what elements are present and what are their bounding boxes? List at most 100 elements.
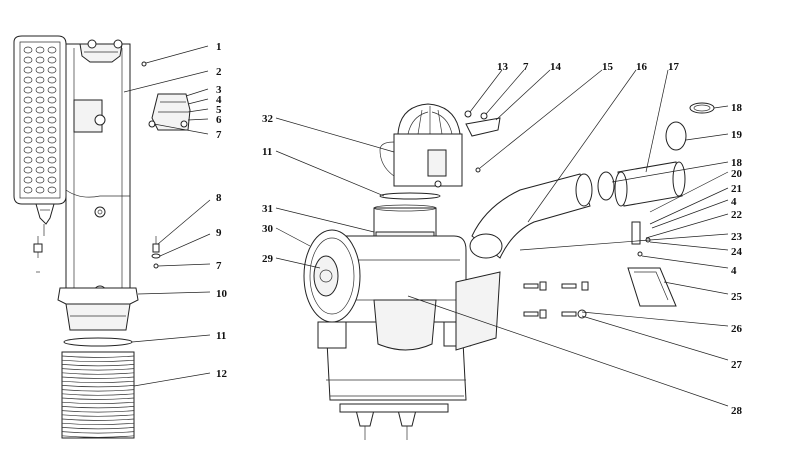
perforation [35, 126, 45, 134]
perforation [47, 186, 57, 194]
callout-number: 12 [216, 368, 228, 380]
perforation [35, 76, 45, 84]
leader-line [713, 105, 729, 109]
callout-number: 22 [731, 209, 743, 221]
leader-line [649, 171, 729, 213]
bellows-rib [61, 401, 135, 405]
perforation [23, 126, 33, 134]
callout-31: 31 [262, 203, 375, 233]
callout-number: 23 [731, 231, 743, 243]
callout-number: 27 [731, 359, 743, 371]
callout-29: 29 [262, 253, 321, 269]
leader-line [649, 187, 729, 225]
perforation [47, 166, 57, 174]
perforation [35, 136, 45, 144]
leader-line [663, 281, 729, 295]
callout-number: 25 [731, 291, 743, 303]
callout-7a: 7 [153, 123, 222, 141]
perforation [35, 66, 45, 74]
perforation [23, 46, 33, 54]
bellows-rib [61, 435, 135, 438]
leader-line [651, 199, 729, 229]
callout-10: 10 [137, 288, 228, 300]
left-assembly [13, 35, 191, 439]
hose-clamps [597, 102, 715, 201]
leader-line [641, 255, 729, 269]
perforation [35, 176, 45, 184]
perforation [47, 96, 57, 104]
callout-21: 21 [649, 183, 742, 225]
main-filter-canister [325, 235, 467, 401]
callout-number: 4 [216, 94, 222, 106]
support-bracket [627, 267, 677, 307]
perforation [47, 66, 57, 74]
callout-5: 5 [187, 104, 222, 116]
callout-number: 26 [731, 323, 743, 335]
perforation [47, 56, 57, 64]
leader-line [123, 70, 209, 93]
bellows-rib [61, 414, 135, 417]
callout-number: 29 [262, 253, 274, 265]
perforation [23, 156, 33, 164]
precleaner-housing [379, 133, 463, 188]
outlet-flange [57, 287, 139, 331]
callout-18a: 18 [713, 102, 743, 114]
callout-9: 9 [159, 227, 222, 257]
perforation [47, 126, 57, 134]
leader-line [649, 241, 729, 251]
perforation [23, 66, 33, 74]
bellows-rib [61, 372, 135, 375]
bellows-hose [61, 351, 135, 439]
callout-number: 13 [497, 61, 509, 73]
leader-line [133, 372, 211, 387]
callout-number: 1 [216, 41, 222, 53]
callout-number: 4 [731, 265, 737, 277]
callout-number: 14 [550, 61, 562, 73]
small-parts-cluster [141, 61, 191, 269]
perforation [23, 96, 33, 104]
bellows-rib [61, 368, 135, 371]
leader-line [145, 45, 209, 64]
callout-4a: 4 [187, 94, 222, 106]
callout-number: 19 [731, 129, 743, 141]
leader-line [157, 263, 211, 267]
perforation [23, 136, 33, 144]
callout-number: 9 [216, 227, 222, 239]
leader-line [495, 69, 551, 121]
perforation [47, 176, 57, 184]
perforation [35, 56, 45, 64]
callout-number: 5 [216, 104, 222, 116]
callout-25: 25 [663, 281, 743, 303]
callout-7c: 7 [485, 61, 529, 115]
upper-hardware [464, 110, 501, 173]
perforation [47, 116, 57, 124]
callout-number: 3 [216, 84, 222, 96]
perforation [23, 106, 33, 114]
callout-number: 24 [731, 246, 743, 258]
leader-line [645, 213, 729, 239]
callout-number: 28 [731, 405, 743, 417]
perforation [47, 76, 57, 84]
perforation [23, 56, 33, 64]
leader-line [137, 291, 211, 295]
callout-number: 18 [731, 157, 743, 169]
callout-30: 30 [262, 223, 311, 247]
leader-line [187, 108, 209, 113]
leader-line [645, 69, 669, 173]
perforation [35, 156, 45, 164]
rain-cap-grille [397, 103, 461, 135]
callout-number: 10 [216, 288, 228, 300]
panel-perforations [23, 46, 57, 194]
perforation [23, 186, 33, 194]
drain-valve [35, 203, 55, 236]
callout-number: 32 [262, 113, 274, 125]
bellows-rib [61, 355, 135, 358]
callout-22: 22 [645, 209, 743, 239]
leader-line [275, 150, 385, 197]
side-fitting [33, 236, 43, 273]
leader-line [157, 199, 211, 245]
callout-1: 1 [145, 41, 222, 64]
callout-17: 17 [645, 61, 680, 173]
